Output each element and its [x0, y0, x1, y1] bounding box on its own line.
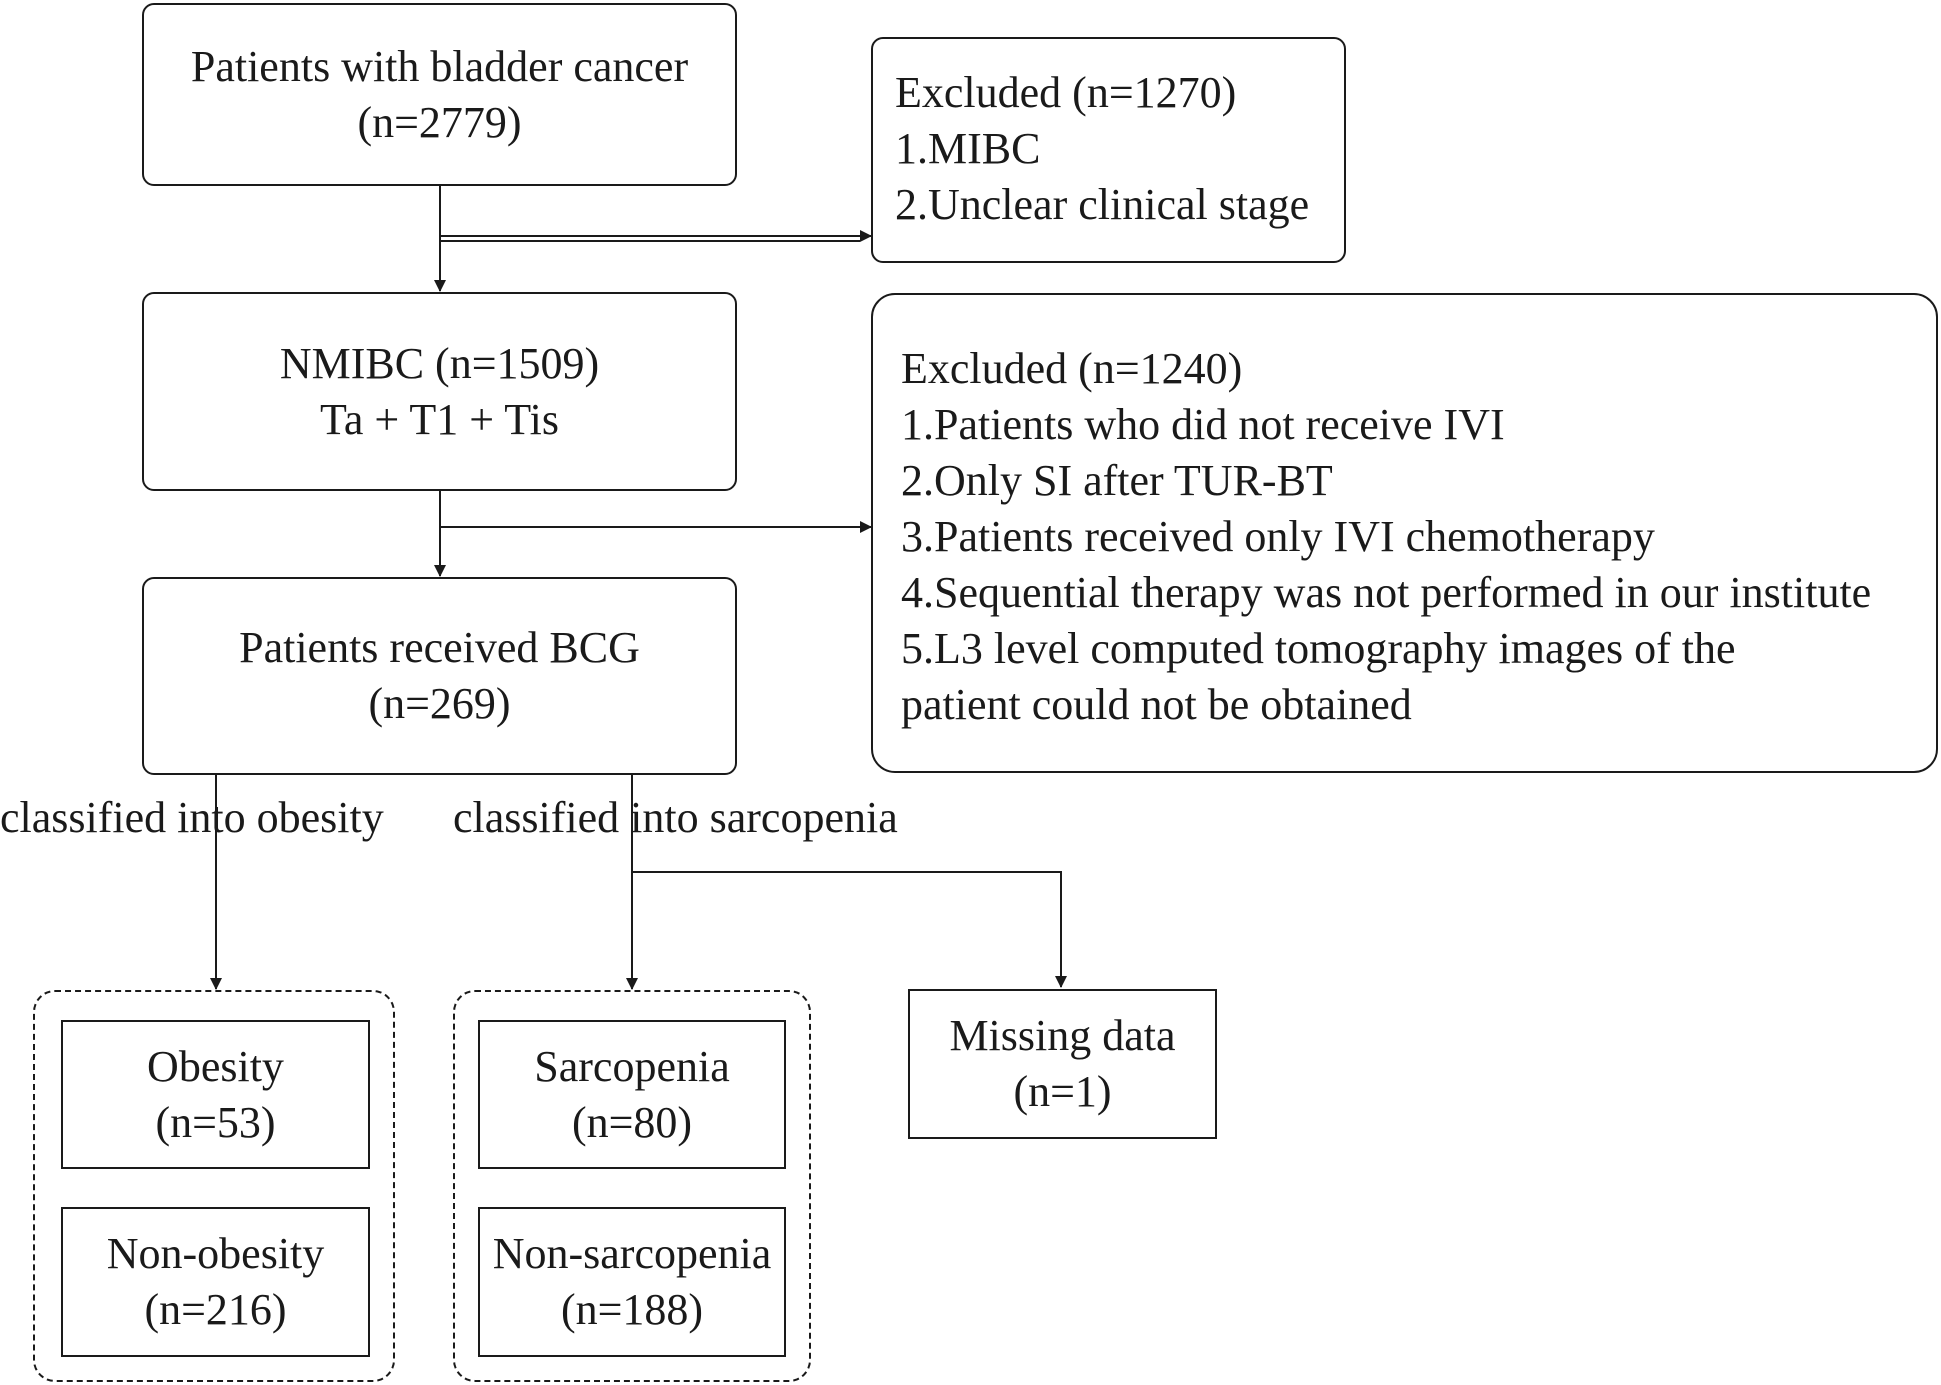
nmibc-node-line1: NMIBC (n=1509) — [279, 338, 600, 388]
non-obesity-node-line1: Non-obesity — [106, 1229, 325, 1278]
bcg-node-line2: (n=269) — [368, 679, 511, 728]
obesity-node: Obesity (n=53) — [61, 1020, 370, 1169]
start-node-line1: Patients with bladder cancer — [190, 41, 689, 91]
sarcopenia-group — [453, 990, 811, 1382]
sarcopenia-branch-label: classified into sarcopenia — [453, 793, 898, 842]
obesity-group — [33, 990, 395, 1382]
missing-data-node: Missing data (n=1) — [908, 989, 1217, 1139]
obesity-node-line2: (n=53) — [155, 1097, 276, 1147]
excluded2-item: 5.L3 level computed tomography images of… — [901, 624, 1736, 673]
nmibc-node: NMIBC (n=1509) Ta + T1 + Tis — [142, 292, 737, 491]
excluded2-item: 1.Patients who did not receive IVI — [901, 400, 1505, 449]
excluded2-item: 2.Only SI after TUR-BT — [901, 456, 1333, 505]
sarcopenia-node-line2: (n=80) — [571, 1097, 693, 1147]
bcg-node-line1: Patients received BCG — [239, 623, 640, 672]
obesity-node-line1: Obesity — [147, 1041, 284, 1091]
excluded1-item: 1.MIBC — [895, 124, 1041, 173]
excluded2-item: 3.Patients received only IVI chemotherap… — [901, 512, 1655, 561]
excluded2-item: patient could not be obtained — [901, 680, 1412, 729]
excluded1-item: 2.Unclear clinical stage — [895, 180, 1310, 229]
non-sarcopenia-node-line1: Non-sarcopenia — [492, 1229, 772, 1278]
excluded1-node: Excluded (n=1270) 1.MIBC 2.Unclear clini… — [871, 37, 1346, 263]
non-obesity-node: Non-obesity (n=216) — [61, 1207, 370, 1357]
missing-data-node-line1: Missing data — [949, 1011, 1176, 1060]
excluded2-item: 4.Sequential therapy was not performed i… — [901, 568, 1872, 617]
obesity-branch-label: classified into obesity — [0, 793, 384, 842]
nmibc-node-line2: Ta + T1 + Tis — [320, 394, 559, 444]
start-node: Patients with bladder cancer (n=2779) — [142, 3, 737, 186]
sarcopenia-node: Sarcopenia (n=80) — [478, 1020, 786, 1169]
non-obesity-node-line2: (n=216) — [144, 1285, 287, 1334]
excluded2-node: Excluded (n=1240) 1.Patients who did not… — [871, 293, 1938, 773]
arrow-to-missing-data — [632, 871, 1067, 988]
missing-data-node-line2: (n=1) — [1013, 1067, 1112, 1116]
bcg-node: Patients received BCG (n=269) — [142, 577, 737, 775]
sarcopenia-node-line1: Sarcopenia — [534, 1041, 730, 1091]
non-sarcopenia-node: Non-sarcopenia (n=188) — [478, 1207, 786, 1357]
excluded2-title: Excluded (n=1240) — [901, 344, 1243, 393]
start-node-line2: (n=2779) — [357, 97, 522, 147]
excluded1-title: Excluded (n=1270) — [895, 68, 1237, 117]
non-sarcopenia-node-line2: (n=188) — [560, 1285, 704, 1334]
